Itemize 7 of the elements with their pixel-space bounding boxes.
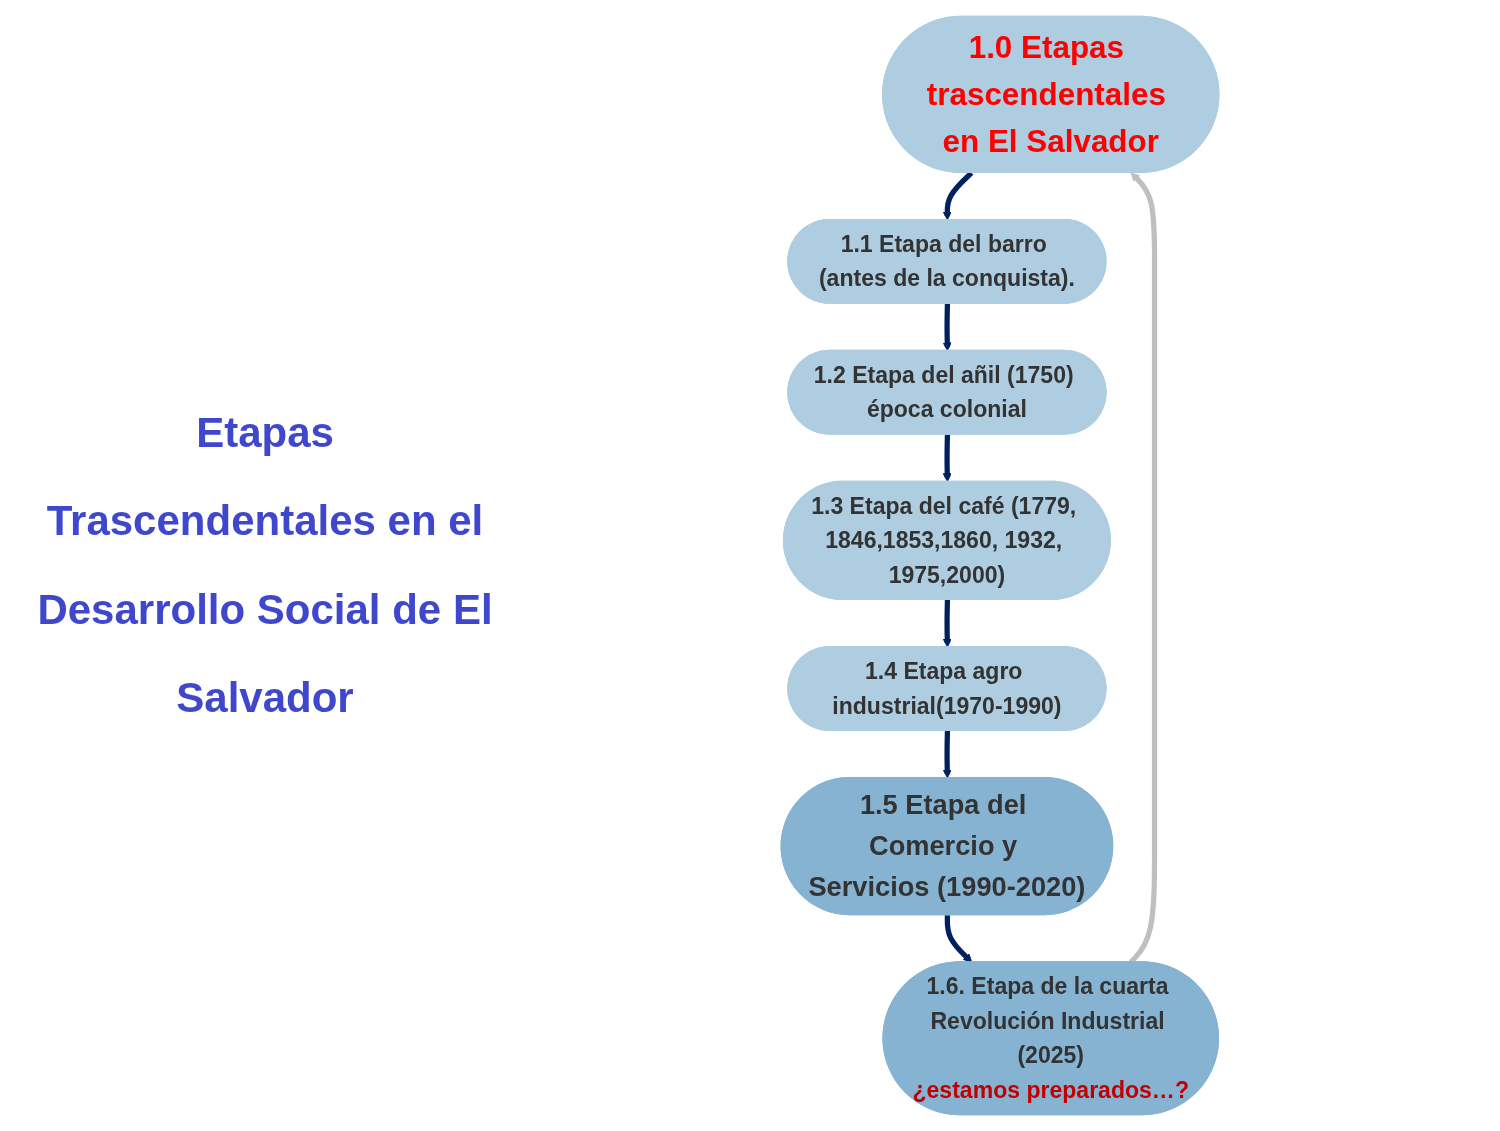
arrow (942, 600, 952, 648)
diagram-title: Etapas Trascendentales en el Desarrollo Social de El Salvador (36, 408, 494, 723)
arrow (942, 171, 974, 221)
arrow (942, 303, 952, 352)
arrow (944, 915, 973, 963)
arrow (942, 434, 952, 483)
arrow (942, 730, 952, 779)
